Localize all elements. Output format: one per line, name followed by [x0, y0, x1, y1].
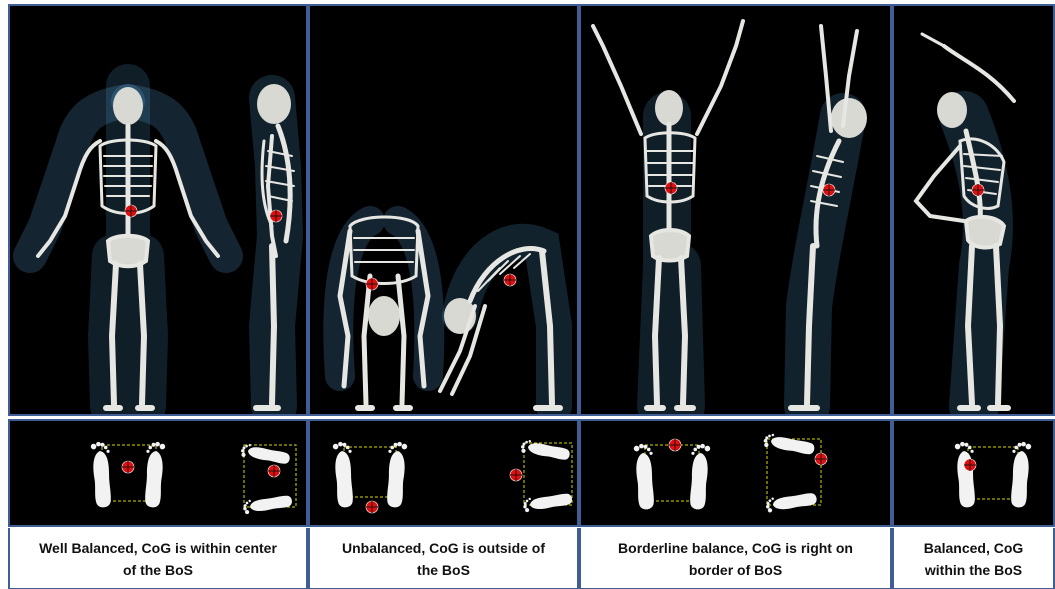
caption: Unbalanced, CoG is outside of the BoS [308, 528, 579, 589]
skeleton-front-figure [30, 86, 226, 408]
skeleton-arms-up-front-figure [593, 21, 743, 408]
cog-marker-icon [122, 461, 134, 473]
cog-marker-icon [270, 210, 282, 222]
right-foot-icon [522, 491, 573, 513]
caption: Well Balanced, CoG is within center of t… [8, 528, 308, 589]
cog-marker-icon [815, 453, 827, 465]
caption: Borderline balance, CoG is right on bord… [579, 528, 892, 589]
cog-marker-icon [268, 465, 280, 477]
skeleton-bent-side-figure [440, 242, 560, 408]
left-foot-icon [90, 441, 114, 508]
cog-marker-icon [665, 182, 677, 194]
skeleton-side-bend-figure [916, 34, 1014, 408]
panel-balanced: Balanced, CoG within the BoS [892, 0, 1055, 589]
skeleton-side-figure [256, 84, 294, 408]
caption-text: Borderline balance, CoG is right on bord… [618, 537, 853, 581]
panel-unbalanced: Unbalanced, CoG is outside of the BoS [308, 0, 579, 589]
cog-marker-icon [669, 439, 681, 451]
right-foot-icon [765, 490, 818, 513]
caption-text: Well Balanced, CoG is within center of t… [39, 537, 277, 581]
cog-marker-icon [823, 184, 835, 196]
cog-marker-icon [964, 459, 976, 471]
skeleton-arms-up-side-figure [791, 26, 867, 408]
base-of-support-view [308, 419, 579, 527]
cog-marker-icon [366, 278, 378, 290]
left-foot-icon [763, 432, 816, 455]
skeleton-view [8, 4, 308, 416]
right-foot-icon [142, 441, 166, 508]
cog-marker-icon [125, 205, 137, 217]
caption-text: Unbalanced, CoG is outside of the BoS [342, 537, 545, 581]
right-foot-icon [1008, 441, 1032, 508]
panel-borderline-balance: Borderline balance, CoG is right on bord… [579, 0, 892, 589]
cog-marker-icon [366, 501, 378, 513]
caption-text: Balanced, CoG within the BoS [924, 537, 1024, 581]
cog-marker-icon [972, 184, 984, 196]
cog-marker-icon [510, 469, 522, 481]
skeleton-bent-front-figure [338, 217, 429, 408]
caption: Balanced, CoG within the BoS [892, 528, 1055, 589]
skeleton-view [892, 4, 1055, 416]
right-foot-icon [242, 493, 293, 515]
panel-well-balanced: Well Balanced, CoG is within center of t… [8, 0, 308, 589]
skeleton-view [579, 4, 892, 416]
left-foot-icon [520, 439, 571, 461]
skeleton-view [308, 4, 579, 416]
left-foot-icon [240, 443, 291, 465]
base-of-support-view [579, 419, 892, 527]
cog-marker-icon [504, 274, 516, 286]
left-foot-icon [954, 441, 978, 508]
base-of-support-view [892, 419, 1055, 527]
base-of-support-view [8, 419, 308, 527]
